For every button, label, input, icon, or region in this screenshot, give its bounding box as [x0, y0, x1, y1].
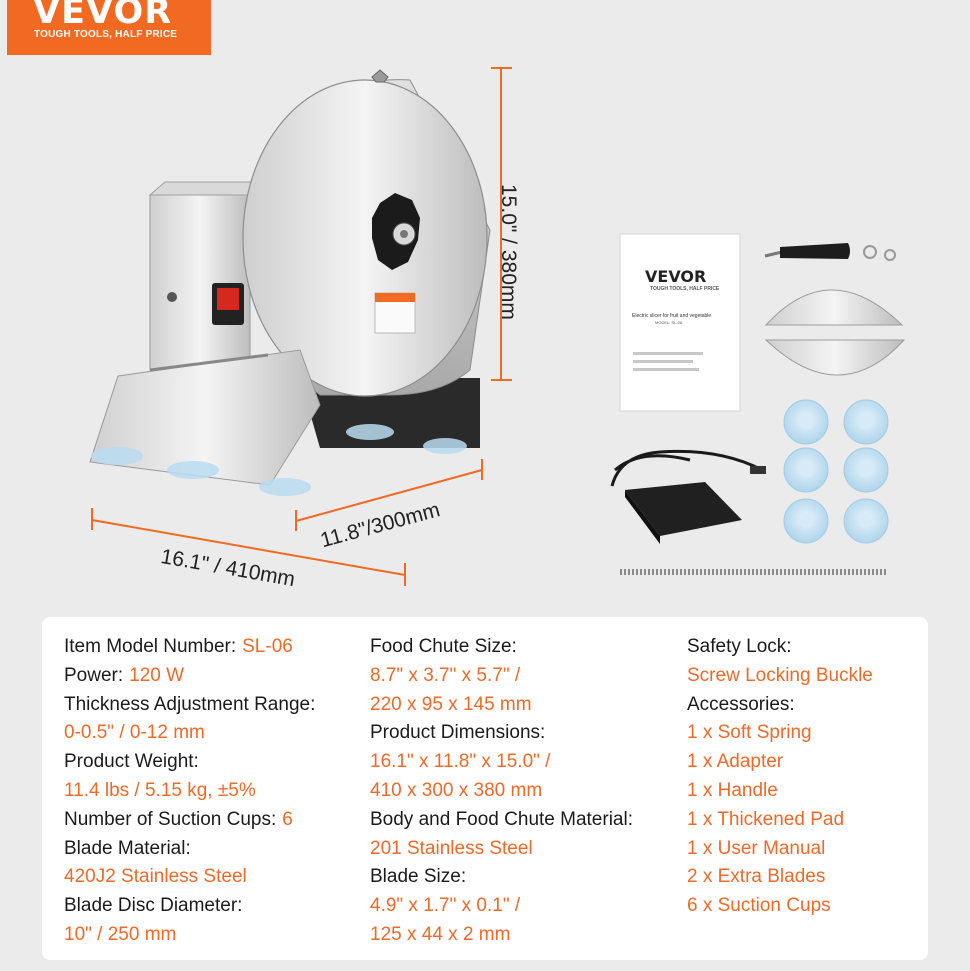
spec-line: Thickness Adjustment Range: [64, 691, 315, 720]
spec-line: Item Model Number:SL-06 [64, 633, 315, 662]
spec-line: Product Dimensions: [370, 719, 633, 748]
extra-blade [764, 289, 904, 326]
spec-line: 1 x User Manual [687, 835, 873, 864]
spec-line: Blade Size: [370, 863, 633, 892]
spec-value: SL-06 [242, 636, 293, 657]
extra-blade [764, 339, 906, 376]
spec-label: Number of Suction Cups: [64, 808, 277, 830]
spec-value: 1 x Thickened Pad [687, 808, 845, 830]
spec-value: 8.7" x 3.7" x 5.7" / [370, 664, 521, 686]
suction-cups [783, 399, 889, 544]
spec-line: Power:120 W [64, 662, 315, 691]
spec-line: 1 x Soft Spring [687, 719, 873, 748]
spec-line: 11.4 lbs / 5.15 kg, ±5% [64, 777, 315, 806]
spec-line: 8.7" x 3.7" x 5.7" / [370, 662, 633, 691]
spec-line: Product Weight: [64, 748, 315, 777]
spec-line: 220 x 95 x 145 mm [370, 691, 633, 720]
spec-line: 0-0.5" / 0-12 mm [64, 719, 315, 748]
manual-model: MODEL: SL-06 [655, 320, 683, 325]
slicer-machine [89, 69, 491, 496]
housing-screw [167, 292, 177, 302]
spec-value: 1 x Soft Spring [687, 722, 812, 744]
spec-line: Screw Locking Buckle [687, 662, 873, 691]
spec-line: 1 x Thickened Pad [687, 806, 873, 835]
spec-value: 6 [282, 808, 293, 830]
spec-line: Body and Food Chute Material: [370, 806, 633, 835]
manual-brand: VEVOR [645, 267, 707, 286]
spec-label: Blade Size: [370, 866, 467, 888]
spec-value: 420J2 Stainless Steel [64, 866, 247, 888]
spec-line: Safety Lock: [687, 633, 873, 662]
spec-label: Blade Material: [64, 837, 191, 859]
manual-title: Electric slicer for fruit and vegetable [632, 313, 712, 319]
spec-label: Body and Food Chute Material: [370, 808, 633, 830]
spec-line: 10" / 250 mm [64, 921, 315, 950]
spec-label: Power: [64, 664, 124, 686]
product-illustration [89, 67, 906, 586]
user-manual [619, 233, 741, 412]
manual-tagline: TOUGH TOOLS, HALF PRICE [650, 286, 720, 292]
spec-value: 1 x Handle [687, 779, 778, 801]
spec-line: 1 x Adapter [687, 748, 873, 777]
spec-label: Product Dimensions: [370, 722, 546, 744]
spec-line: 201 Stainless Steel [370, 835, 633, 864]
dimension-lines [91, 67, 512, 586]
height-dimension-label: 15.0" / 380mm [497, 184, 520, 320]
spec-column-2: Food Chute Size: 8.7" x 3.7" x 5.7" / 220 … [370, 633, 633, 950]
spec-label: Accessories: [687, 693, 795, 715]
spec-label: Thickness Adjustment Range: [64, 693, 316, 715]
spec-line: 410 x 300 x 380 mm [370, 777, 633, 806]
spec-value: Screw Locking Buckle [687, 664, 873, 686]
center-knob [372, 193, 420, 270]
spec-label: Blade Disc Diameter: [64, 895, 243, 917]
spec-value: 201 Stainless Steel [370, 837, 533, 859]
spec-line: 1 x Handle [687, 777, 873, 806]
spec-value: 16.1" x 11.8" x 15.0" / [370, 751, 551, 773]
spec-line: 125 x 44 x 2 mm [370, 921, 633, 950]
brand-logo: VEVOR TOUGH TOOLS, HALF PRICE [7, 0, 211, 55]
spec-value: 10" / 250 mm [64, 923, 177, 945]
spec-label: Food Chute Size: [370, 636, 517, 657]
spec-value: 4.9" x 1.7" x 0.1" / [370, 895, 521, 917]
spec-value: 11.4 lbs / 5.15 kg, ±5% [64, 779, 256, 801]
spec-value: 410 x 300 x 380 mm [370, 779, 543, 801]
spec-value: 0-0.5" / 0-12 mm [64, 722, 205, 744]
spec-label: Product Weight: [64, 751, 199, 773]
brand-tagline: TOUGH TOOLS, HALF PRICE [34, 29, 178, 40]
spec-value: 220 x 95 x 145 mm [370, 693, 532, 715]
spec-line: 16.1" x 11.8" x 15.0" / [370, 748, 633, 777]
brand-name: VEVOR [33, 0, 173, 32]
spec-line: Accessories: [687, 691, 873, 720]
spec-label: Safety Lock: [687, 636, 792, 657]
blade-disc-cover [242, 79, 488, 397]
spec-value: 125 x 44 x 2 mm [370, 923, 511, 945]
spec-value: 1 x User Manual [687, 837, 826, 859]
handle-accessory [764, 243, 896, 261]
spec-value: 6 x Suction Cups [687, 895, 831, 917]
spec-line: 420J2 Stainless Steel [64, 863, 315, 892]
accessories-group [610, 233, 906, 575]
spec-value: 2 x Extra Blades [687, 866, 826, 888]
spec-line: Food Chute Size: [370, 633, 633, 662]
spec-line: 6 x Suction Cups [687, 892, 873, 921]
spec-line: 4.9" x 1.7" x 0.1" / [370, 892, 633, 921]
spec-value: 120 W [129, 664, 185, 686]
power-adapter [610, 449, 766, 544]
spec-line: Blade Material: [64, 835, 315, 864]
spec-value: 1 x Adapter [687, 751, 784, 773]
spec-line: 2 x Extra Blades [687, 863, 873, 892]
spec-label: Item Model Number: [64, 636, 237, 657]
spec-line: Blade Disc Diameter: [64, 892, 315, 921]
spec-line: Number of Suction Cups:6 [64, 806, 315, 835]
